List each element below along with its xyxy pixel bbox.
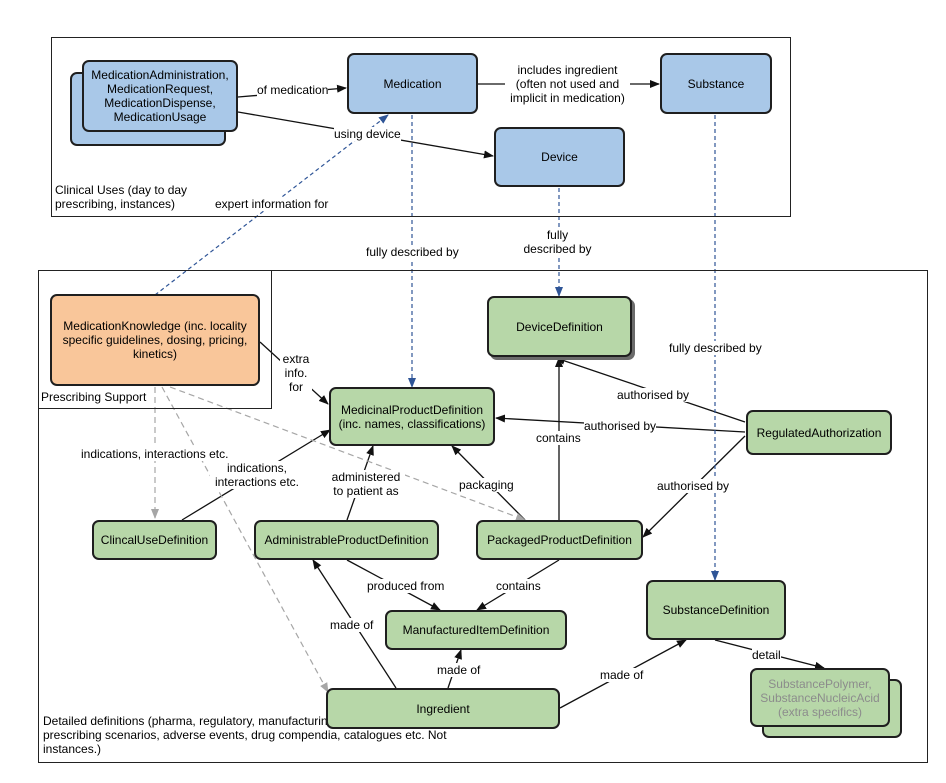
label-includes-ingredient: includes ingredient (often not used and … (505, 63, 630, 105)
clinical-uses-caption: Clinical Uses (day to day prescribing, i… (55, 183, 188, 211)
manufactured-item-definition-node[interactable]: ManufacturedItemDefinition (385, 610, 567, 650)
label-authorised-ppd: authorised by (657, 479, 730, 493)
label-administered: administered to patient as (327, 470, 405, 498)
label-contains-mid: contains (496, 579, 541, 593)
label-using-device: using device (334, 127, 401, 141)
detailed-definitions-frame (38, 270, 928, 763)
regulated-authorization-node[interactable]: RegulatedAuthorization (746, 410, 892, 455)
label-detail: detail (752, 648, 781, 662)
packaged-product-definition-node[interactable]: PackagedProductDefinition (476, 520, 643, 560)
clinical-use-definition-node[interactable]: ClincalUseDefinition (92, 520, 217, 560)
substance-node[interactable]: Substance (660, 53, 772, 114)
label-authorised-device: authorised by (617, 388, 690, 402)
medication-knowledge-node[interactable]: MedicationKnowledge (inc. locality speci… (50, 294, 260, 386)
label-extra-info: extra info. for (280, 352, 312, 394)
medicinal-product-definition-node[interactable]: MedicinalProductDefinition (inc. names, … (329, 387, 495, 446)
label-produced-from: produced from (367, 579, 445, 593)
label-indications-2: indications, interactions etc. (210, 461, 304, 489)
device-definition-node[interactable]: DeviceDefinition (487, 296, 632, 357)
edge-grey-ppd (169, 386, 526, 521)
label-authorised-mpd: authorised by (584, 419, 657, 433)
edge-grey-ingredient (161, 386, 329, 693)
label-contains-device: contains (536, 431, 581, 445)
label-made-of-mid: made of (437, 663, 481, 677)
prescribing-support-frame (38, 270, 272, 409)
substance-definition-node[interactable]: SubstanceDefinition (646, 580, 786, 640)
clinical-uses-frame (51, 37, 791, 217)
label-packaging: packaging (459, 478, 514, 492)
label-fully-described-device: fully described by (520, 228, 595, 256)
label-of-medication: of medication (257, 83, 329, 97)
ingredient-node[interactable]: Ingredient (326, 688, 560, 729)
label-fully-described-medication: fully described by (366, 245, 459, 259)
label-made-of-apd: made of (330, 618, 374, 632)
label-fully-described-substance: fully described by (669, 341, 762, 355)
clinical-uses-node[interactable]: MedicationAdministration, MedicationRequ… (82, 60, 238, 132)
medication-node[interactable]: Medication (347, 53, 478, 114)
prescribing-support-caption: Prescribing Support (41, 390, 147, 404)
substance-polymer-node[interactable]: SubstancePolymer, SubstanceNucleicAcid (… (750, 668, 890, 727)
administrable-product-definition-node[interactable]: AdministrableProductDefinition (254, 520, 439, 560)
label-expert-information: expert information for (215, 197, 329, 211)
device-node[interactable]: Device (494, 127, 625, 187)
label-indications-1: indications, interactions etc. (81, 447, 229, 461)
label-made-of-sd: made of (600, 668, 644, 682)
